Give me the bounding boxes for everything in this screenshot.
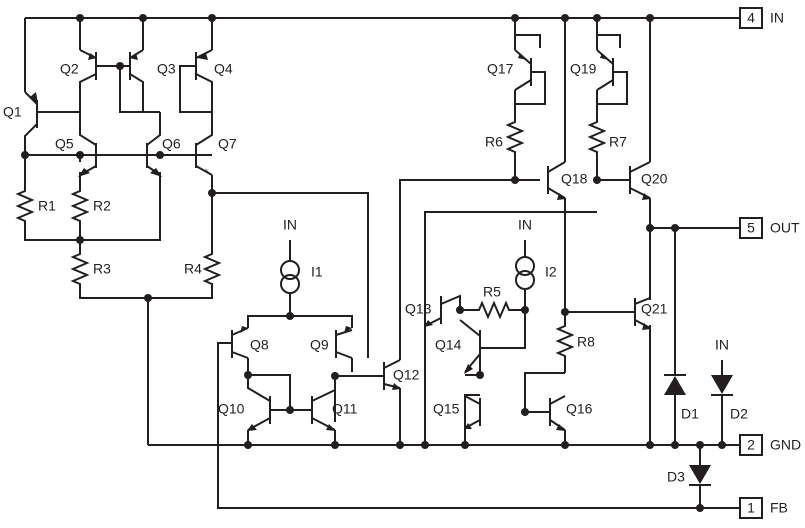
pin-in: 4 IN xyxy=(739,7,784,29)
transistor-q20 xyxy=(620,161,651,200)
resistors xyxy=(15,118,607,362)
current-source-i2 xyxy=(515,240,535,310)
label-q5: Q5 xyxy=(55,136,74,152)
pin-gnd: 2 GND xyxy=(739,434,801,456)
label-r2: R2 xyxy=(93,198,111,214)
transistor-q13 xyxy=(424,294,461,327)
transistor-q16 xyxy=(549,395,566,431)
label-d2: D2 xyxy=(730,406,748,422)
transistor-q12 xyxy=(383,359,401,390)
label-q17: Q17 xyxy=(487,61,514,77)
label-r3: R3 xyxy=(93,261,111,277)
transistor-q2 xyxy=(79,49,160,113)
label-r5: R5 xyxy=(483,284,501,300)
pin-fb-label: FB xyxy=(770,500,788,516)
transistor-q9 xyxy=(335,326,369,359)
transistor-q1 xyxy=(24,91,80,155)
label-r8: R8 xyxy=(577,334,595,350)
resistor-r3 xyxy=(70,250,90,285)
pin-out-label: OUT xyxy=(770,220,800,236)
label-q20: Q20 xyxy=(641,171,668,187)
label-d3: D3 xyxy=(667,469,685,485)
component-labels: Q1 Q2 Q3 Q4 Q5 Q6 Q7 Q8 Q9 Q10 Q11 Q12 Q… xyxy=(3,61,748,485)
transistor-q18 xyxy=(547,161,566,200)
label-q13: Q13 xyxy=(405,301,432,317)
label-q19: Q19 xyxy=(570,61,597,77)
label-q10: Q10 xyxy=(218,401,245,417)
transistor-q11 xyxy=(311,389,336,431)
label-i1-supply: IN xyxy=(283,217,297,233)
label-i1: I1 xyxy=(311,264,323,280)
resistor-r1 xyxy=(15,187,35,225)
label-d2-supply: IN xyxy=(715,337,729,353)
label-q2: Q2 xyxy=(60,61,79,77)
transistor-q19 xyxy=(596,49,628,105)
label-q15: Q15 xyxy=(433,401,460,417)
label-r1: R1 xyxy=(38,198,56,214)
current-sources xyxy=(280,240,535,310)
label-q1: Q1 xyxy=(3,104,22,120)
pin-gnd-label: GND xyxy=(770,437,801,453)
label-d1: D1 xyxy=(681,406,699,422)
label-q3: Q3 xyxy=(157,61,176,77)
resistor-r5 xyxy=(475,300,512,320)
transistor-q14 xyxy=(459,319,481,374)
current-source-i1 xyxy=(280,240,300,306)
pin-fb-number: 1 xyxy=(747,500,755,516)
pin-gnd-number: 2 xyxy=(747,437,755,453)
transistor-q17 xyxy=(514,49,546,105)
diode-d3 xyxy=(689,465,711,486)
label-r6: R6 xyxy=(485,134,503,150)
transistor-q4 xyxy=(179,49,213,113)
label-r4: R4 xyxy=(184,261,202,277)
diodes xyxy=(664,374,733,486)
label-i2: I2 xyxy=(545,264,557,280)
resistor-r4 xyxy=(202,250,222,286)
label-q16: Q16 xyxy=(566,401,593,417)
label-q14: Q14 xyxy=(435,337,462,353)
transistor-q6 xyxy=(146,112,162,177)
label-q12: Q12 xyxy=(393,367,420,383)
resistor-r6 xyxy=(505,118,525,158)
label-q7: Q7 xyxy=(218,136,237,152)
transistor-q8 xyxy=(231,326,249,359)
label-r7: R7 xyxy=(609,134,627,150)
diode-d1 xyxy=(664,374,686,395)
pin-in-label: IN xyxy=(770,10,784,26)
transistor-q7 xyxy=(195,112,213,177)
transistor-q21 xyxy=(634,297,651,330)
pin-fb: 1 FB xyxy=(739,497,788,519)
resistor-r8 xyxy=(555,322,575,362)
label-q4: Q4 xyxy=(214,61,233,77)
transistor-q15 xyxy=(464,395,481,429)
label-q8: Q8 xyxy=(250,337,269,353)
label-q18: Q18 xyxy=(561,171,588,187)
label-q11: Q11 xyxy=(332,401,358,417)
pin-out-number: 5 xyxy=(747,220,755,236)
pin-out: 5 OUT xyxy=(739,217,800,239)
resistor-r7 xyxy=(587,118,607,158)
label-q9: Q9 xyxy=(310,337,329,353)
transistor-q5 xyxy=(78,112,97,177)
diode-d2 xyxy=(711,375,733,396)
transistors xyxy=(24,49,651,431)
wires xyxy=(24,17,740,509)
resistor-r2 xyxy=(70,187,90,225)
pin-in-number: 4 xyxy=(747,10,755,26)
transistor-q3 xyxy=(120,49,144,112)
transistor-q10 xyxy=(247,375,271,431)
label-q6: Q6 xyxy=(162,136,181,152)
label-q21: Q21 xyxy=(641,301,668,317)
junction-dots xyxy=(21,14,726,512)
label-i2-supply: IN xyxy=(518,217,532,233)
